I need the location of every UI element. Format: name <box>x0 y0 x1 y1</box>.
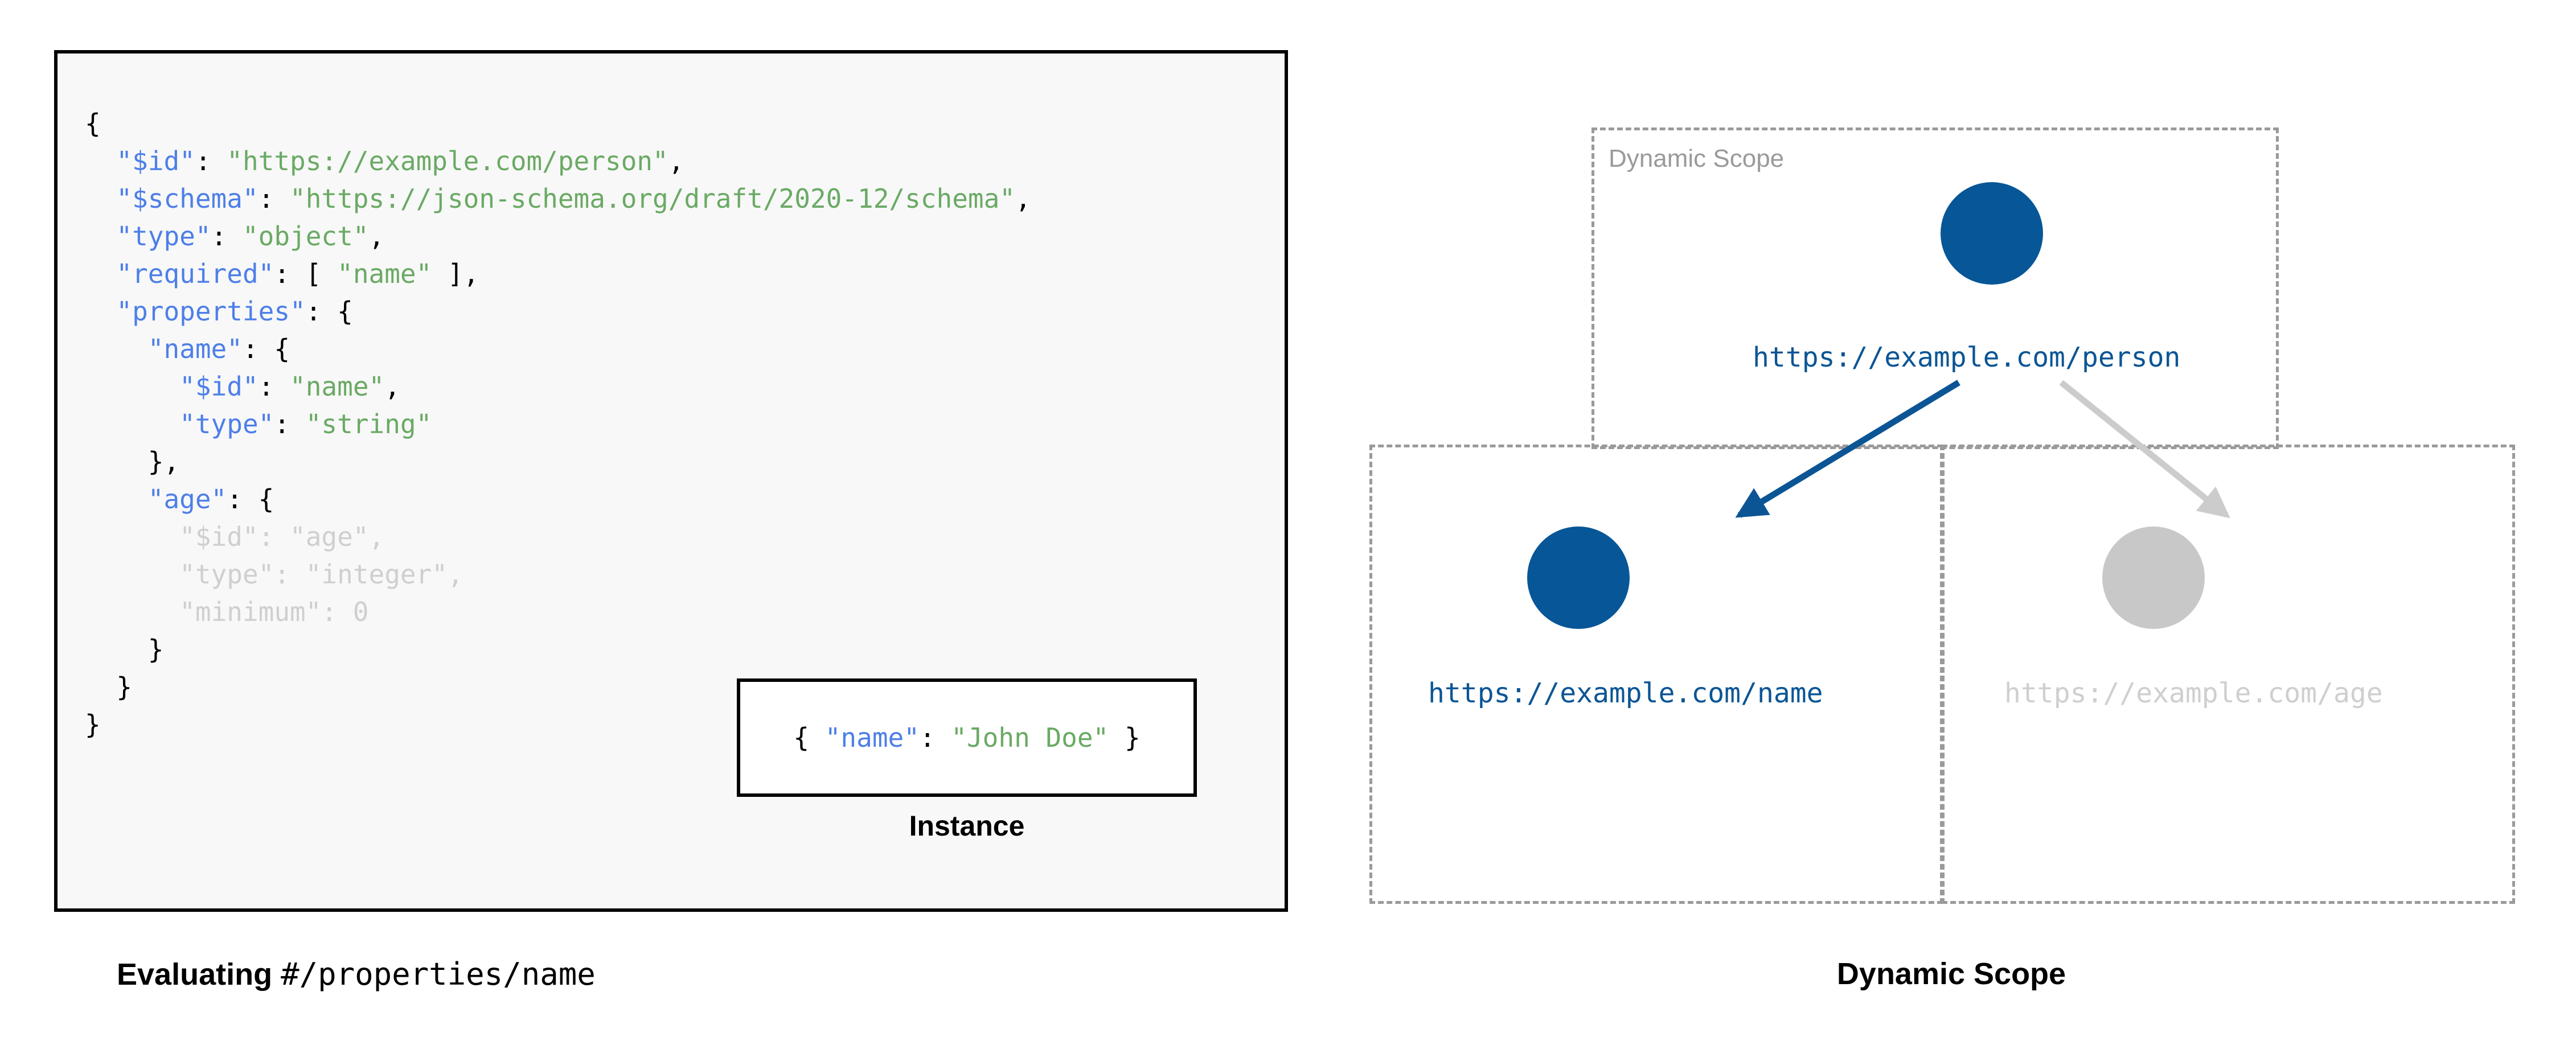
code-token-punct: , <box>1015 183 1031 214</box>
code-token-str: "https://json-schema.org/draft/2020-12/s… <box>290 183 1015 214</box>
node-circle-person <box>1941 182 2043 285</box>
instance-caption: Instance <box>909 810 1025 842</box>
code-token-punct: , <box>447 559 463 590</box>
code-token-punct: , <box>368 521 385 552</box>
code-line: } <box>85 709 101 740</box>
code-token-punct: ], <box>432 258 479 289</box>
code-token-str: "https://example.com/person" <box>227 146 668 176</box>
evaluating-caption: Evaluating #/properties/name <box>117 956 596 992</box>
code-token-key: "properties" <box>116 296 306 327</box>
code-token-key: "$schema" <box>116 183 259 214</box>
code-token-str: "name" <box>337 258 432 289</box>
node-circle-name <box>1527 526 1630 629</box>
node-circle-age <box>2102 526 2205 629</box>
code-token-punct: : <box>274 409 306 439</box>
code-token-punct: } <box>116 672 133 702</box>
code-token-key: "age" <box>147 484 227 515</box>
code-token-punct: : <box>195 146 227 176</box>
code-line: "age": { <box>85 484 274 515</box>
code-token-punct: } <box>85 709 101 740</box>
code-line: "minimum": 0 <box>85 597 369 627</box>
code-token-key: "minimum" <box>179 597 322 627</box>
code-line: "$id": "https://example.com/person", <box>85 146 684 176</box>
instance-box: { "name": "John Doe" } <box>737 678 1197 797</box>
dynamic-scope-box-name <box>1369 445 1943 904</box>
code-token-str: "integer" <box>305 559 448 590</box>
code-line: "type": "object", <box>85 221 384 252</box>
code-token-punct: : <box>211 221 243 252</box>
code-token-punct: : <box>258 371 290 402</box>
evaluating-panel: { "$id": "https://example.com/person", "… <box>54 50 1288 992</box>
code-token-str: "John Doe" <box>951 722 1109 753</box>
code-token-punct: : 0 <box>321 597 369 627</box>
code-token-punct: : <box>258 521 290 552</box>
dynamic-scope-box-age <box>1942 445 2515 904</box>
code-token-str: "name" <box>290 371 385 402</box>
code-token-punct: : [ <box>274 258 338 289</box>
instance-code-text: { "name": "John Doe" } <box>793 722 1140 753</box>
code-token-str: "object" <box>242 221 369 252</box>
code-line: "type": "integer", <box>85 559 463 590</box>
code-token-punct: : <box>919 722 951 753</box>
dynamic-scope-box-root <box>1591 127 2279 449</box>
schema-code-text: { "$id": "https://example.com/person", "… <box>85 105 1031 743</box>
code-token-punct: } <box>1109 722 1141 753</box>
evaluating-caption-pointer: #/properties/name <box>281 956 596 992</box>
code-token-punct: }, <box>147 446 180 477</box>
dynamic-scope-caption: Dynamic Scope <box>1836 957 2066 991</box>
code-line: } <box>85 672 132 702</box>
code-token-key: "name" <box>147 334 243 364</box>
code-line: "name": { <box>85 334 290 364</box>
dynamic-scope-box-label: Dynamic Scope <box>1609 145 1785 172</box>
code-token-key: "$id" <box>116 146 195 176</box>
code-token-key: "$id" <box>179 521 259 552</box>
evaluating-caption-prefix: Evaluating <box>117 957 281 992</box>
node-label-name: https://example.com/name <box>1428 677 1823 709</box>
code-line: "$id": "age", <box>85 521 384 552</box>
code-token-punct: { <box>85 108 101 139</box>
schema-code-block: { "$id": "https://example.com/person", "… <box>54 50 1288 912</box>
code-token-key: "type" <box>179 559 274 590</box>
code-line: } <box>85 634 164 665</box>
code-token-punct: : <box>274 559 306 590</box>
code-token-key: "type" <box>116 221 211 252</box>
code-token-punct: : { <box>305 296 353 327</box>
node-label-age: https://example.com/age <box>2004 677 2383 709</box>
code-token-str: "string" <box>305 409 432 439</box>
code-line: "properties": { <box>85 296 353 327</box>
code-token-key: "$id" <box>179 371 259 402</box>
code-token-punct: , <box>368 221 385 252</box>
code-line: "required": [ "name" ], <box>85 258 479 289</box>
node-label-person: https://example.com/person <box>1753 342 2181 373</box>
code-token-punct: : { <box>227 484 274 515</box>
code-token-str: "age" <box>290 521 369 552</box>
code-line: "type": "string" <box>85 409 432 439</box>
code-token-key: "required" <box>116 258 274 289</box>
code-line: "$schema": "https://json-schema.org/draf… <box>85 183 1031 214</box>
code-token-punct: , <box>668 146 684 176</box>
dynamic-scope-panel: Dynamic Scope https://example.com/person… <box>1327 0 2576 1053</box>
code-token-punct: , <box>384 371 400 402</box>
code-line: }, <box>85 446 179 477</box>
code-token-punct: : <box>258 183 290 214</box>
code-token-key: "type" <box>179 409 274 439</box>
code-token-punct: { <box>793 722 825 753</box>
code-line: "$id": "name", <box>85 371 400 402</box>
code-token-key: "name" <box>825 722 920 753</box>
code-token-punct: : { <box>242 334 290 364</box>
code-line: { <box>85 108 101 139</box>
code-token-punct: } <box>147 634 164 665</box>
